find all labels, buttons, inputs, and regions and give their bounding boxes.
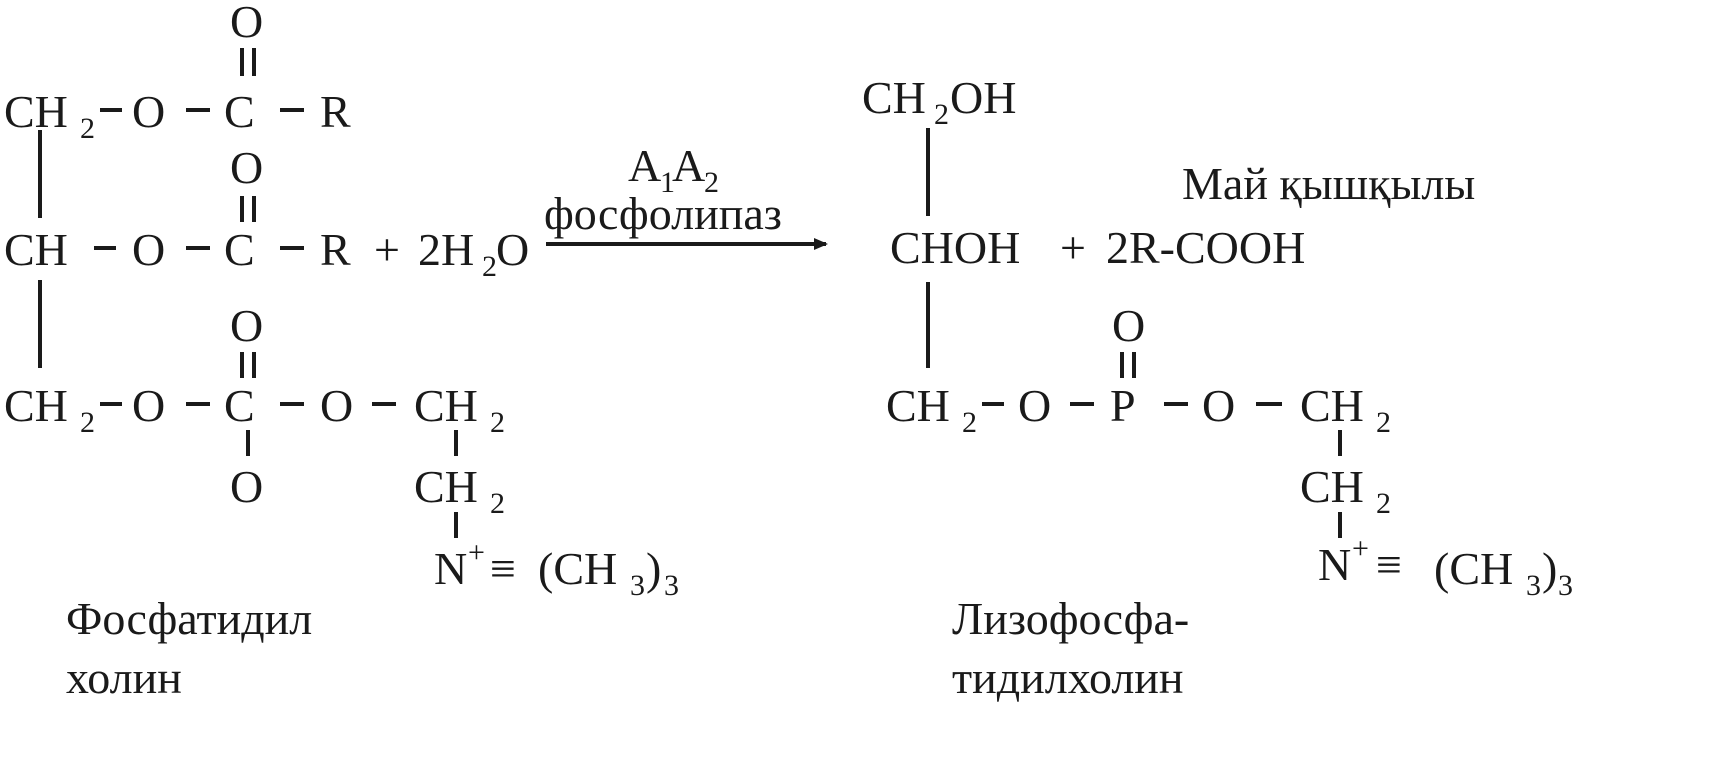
reactant-row2-ch: CH [4,224,68,275]
product-nitrogen-charge: + [1352,532,1369,565]
fatty-acid-label: Май қышқылы [1182,158,1475,209]
reactant-methyl-sub: 3 [630,569,645,602]
enzyme-name: фосфолипаз [544,188,782,239]
reactant-choline-ch2-sub: 2 [490,487,505,520]
product-triple-bond: ≡ [1376,539,1402,590]
product-methyl-open: (CH [1434,543,1513,594]
enzyme-a1: A [628,140,661,191]
product-structure: CH 2 OH CHOH + 2R-COOH Май қышқылы CH 2 … [862,72,1573,703]
enzyme-sub1: 1 [660,166,675,199]
reactant-row1-o: O [132,86,165,137]
reactant-row3-ch2b-sub: 2 [490,406,505,439]
product-choline-ch2-sub: 2 [1376,487,1391,520]
product-row3-ch2b-sub: 2 [1376,406,1391,439]
reactant-row2-oxo: O [230,142,263,193]
reactant-row3-ch2-sub: 2 [80,406,95,439]
reactant-row2-o: O [132,224,165,275]
product-row1-ch2-sub: 2 [934,98,949,131]
product-nitrogen: N [1318,539,1351,590]
product-name-line2: тидилхолин [952,652,1184,703]
water-oxygen: O [496,224,529,275]
reactant-row2-c: C [224,224,255,275]
reactant-methyl-close: ) [646,543,661,594]
reactant-row3-ch2b: CH [414,380,478,431]
reactant-row3-oxo-top: O [230,300,263,351]
reactant-row3-o1: O [132,380,165,431]
reactant-structure: CH 2 O C R O CH O C R O + 2H 2 O CH 2 O [4,0,679,703]
reactant-name-line2: холин [66,652,182,703]
reactant-row1-r: R [320,86,351,137]
product-row3-ch2b: CH [1300,380,1364,431]
reactant-row1-ch2: CH [4,86,68,137]
reactant-triple-bond: ≡ [490,543,516,594]
reactant-nitrogen: N [434,543,467,594]
reactant-methyl-open: (CH [538,543,617,594]
water-formula: 2H [418,224,474,275]
reactant-methyl-count: 3 [664,569,679,602]
product-row3-ch2: CH [886,380,950,431]
product-row3-p: P [1110,380,1136,431]
product-methyl-count: 3 [1558,569,1573,602]
enzyme-sub2: 2 [704,166,719,199]
product-row1-ch2: CH [862,72,926,123]
product-row3-ch2-sub: 2 [962,406,977,439]
product-plus: + [1060,222,1086,273]
product-choline-ch2: CH [1300,461,1364,512]
enzyme-a2: A [672,140,705,191]
reactant-row3-o2: O [320,380,353,431]
reactant-row1-c: C [224,86,255,137]
reactant-name-line1: Фосфатидил [66,593,312,644]
product-row3-o1: O [1018,380,1051,431]
reactant-plus: + [374,224,400,275]
product-row3-o2: O [1202,380,1235,431]
reactant-row1-ch2-sub: 2 [80,112,95,145]
reactant-choline-ch2: CH [414,461,478,512]
product-phosphate-oxo: O [1112,300,1145,351]
product-row1-oh: OH [950,72,1016,123]
reactant-nitrogen-charge: + [468,536,485,569]
reactant-row3-c: C [224,380,255,431]
product-row2-chohn: CHOH [890,222,1020,273]
reactant-row2-r: R [320,224,351,275]
product-name-line1: Лизофосфа- [952,593,1189,644]
reactant-row3-oxo-bottom: O [230,461,263,512]
product-methyl-close: ) [1542,543,1557,594]
fatty-acid-formula: 2R-COOH [1106,222,1305,273]
product-methyl-sub: 3 [1526,569,1541,602]
water-subscript: 2 [482,250,497,283]
reactant-row3-ch2: CH [4,380,68,431]
reactant-row1-oxo: O [230,0,263,47]
reaction-arrow-group: A 1 A 2 фосфолипаз [544,140,828,250]
